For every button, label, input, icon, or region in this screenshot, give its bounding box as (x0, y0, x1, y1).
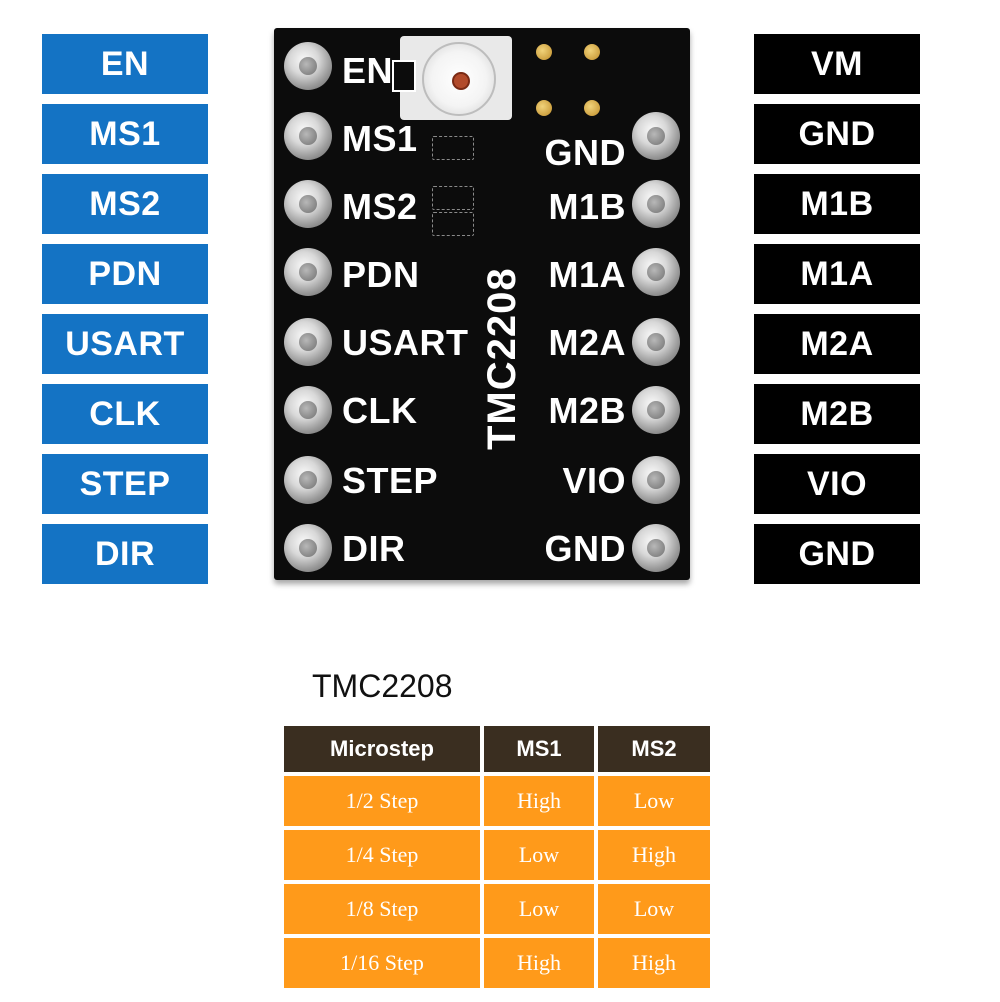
silk-vio: VIO (562, 460, 626, 501)
pin-label-step: STEP (42, 454, 208, 514)
cell-ms1: High (484, 776, 594, 826)
header-ms2: MS2 (598, 726, 710, 772)
table-header-row: Microstep MS1 MS2 (284, 726, 710, 772)
pin-label-ms2: MS2 (42, 174, 208, 234)
silk-step: STEP (342, 460, 439, 501)
pin-label-clk: CLK (42, 384, 208, 444)
pad-right-3 (632, 180, 680, 228)
silk-ms2: MS2 (342, 186, 418, 227)
silk-pdn: PDN (342, 254, 420, 295)
gold-pad (584, 44, 600, 60)
pin-label-gnd-2: GND (754, 524, 920, 584)
pin-label-gnd-1: GND (754, 104, 920, 164)
silk-m2a: M2A (548, 322, 626, 363)
table-row: 1/8 Step Low Low (284, 884, 710, 934)
silk-clk: CLK (342, 390, 418, 431)
cell-microstep: 1/2 Step (284, 776, 480, 826)
pin-label-en: EN (42, 34, 208, 94)
pad-right-6 (632, 386, 680, 434)
pad-right-8 (632, 524, 680, 572)
smd-pad (392, 60, 416, 92)
pin-label-m2a: M2A (754, 314, 920, 374)
cell-ms1: Low (484, 884, 594, 934)
pin-label-ms1: MS1 (42, 104, 208, 164)
pad-left-6 (284, 386, 332, 434)
pad-left-1 (284, 42, 332, 90)
silk-gnd-2: GND (544, 528, 626, 569)
pin-label-m1a: M1A (754, 244, 920, 304)
microstep-table: Microstep MS1 MS2 1/2 Step High Low 1/4 … (280, 722, 714, 992)
smd-outline (432, 212, 474, 236)
table-row: 1/16 Step High High (284, 938, 710, 988)
silk-gnd-1: GND (544, 132, 626, 173)
chip-name: TMC2208 (480, 267, 524, 450)
pin-label-dir: DIR (42, 524, 208, 584)
pin-label-vio: VIO (754, 454, 920, 514)
smd-outline (432, 136, 474, 160)
cell-microstep: 1/16 Step (284, 938, 480, 988)
silk-m1b: M1B (548, 186, 626, 227)
cell-ms2: High (598, 830, 710, 880)
gold-pad (536, 44, 552, 60)
pin-label-pdn: PDN (42, 244, 208, 304)
pad-right-7 (632, 456, 680, 504)
cell-ms1: High (484, 938, 594, 988)
pad-left-7 (284, 456, 332, 504)
potentiometer-screw (452, 72, 470, 90)
potentiometer-knob (422, 42, 496, 116)
pad-left-3 (284, 180, 332, 228)
silk-usart: USART (342, 322, 469, 363)
pin-label-vm: VM (754, 34, 920, 94)
pad-right-5 (632, 318, 680, 366)
silk-m2b: M2B (548, 390, 626, 431)
cell-microstep: 1/4 Step (284, 830, 480, 880)
silk-m1a: M1A (548, 254, 626, 295)
gold-pad (584, 100, 600, 116)
header-ms1: MS1 (484, 726, 594, 772)
table-title: TMC2208 (312, 668, 453, 704)
driver-board (274, 28, 690, 580)
silk-en: EN (342, 50, 394, 91)
cell-ms2: High (598, 938, 710, 988)
gold-pad (536, 100, 552, 116)
pad-left-8 (284, 524, 332, 572)
cell-ms2: Low (598, 884, 710, 934)
cell-ms1: Low (484, 830, 594, 880)
pad-right-4 (632, 248, 680, 296)
table-row: 1/4 Step Low High (284, 830, 710, 880)
silk-dir: DIR (342, 528, 406, 569)
silk-ms1: MS1 (342, 118, 418, 159)
pad-right-2 (632, 112, 680, 160)
pad-left-5 (284, 318, 332, 366)
pin-label-m1b: M1B (754, 174, 920, 234)
header-microstep: Microstep (284, 726, 480, 772)
cell-ms2: Low (598, 776, 710, 826)
pin-label-m2b: M2B (754, 384, 920, 444)
pad-left-4 (284, 248, 332, 296)
cell-microstep: 1/8 Step (284, 884, 480, 934)
smd-outline (432, 186, 474, 210)
pad-left-2 (284, 112, 332, 160)
table-row: 1/2 Step High Low (284, 776, 710, 826)
pin-label-usart: USART (42, 314, 208, 374)
potentiometer (400, 36, 512, 120)
